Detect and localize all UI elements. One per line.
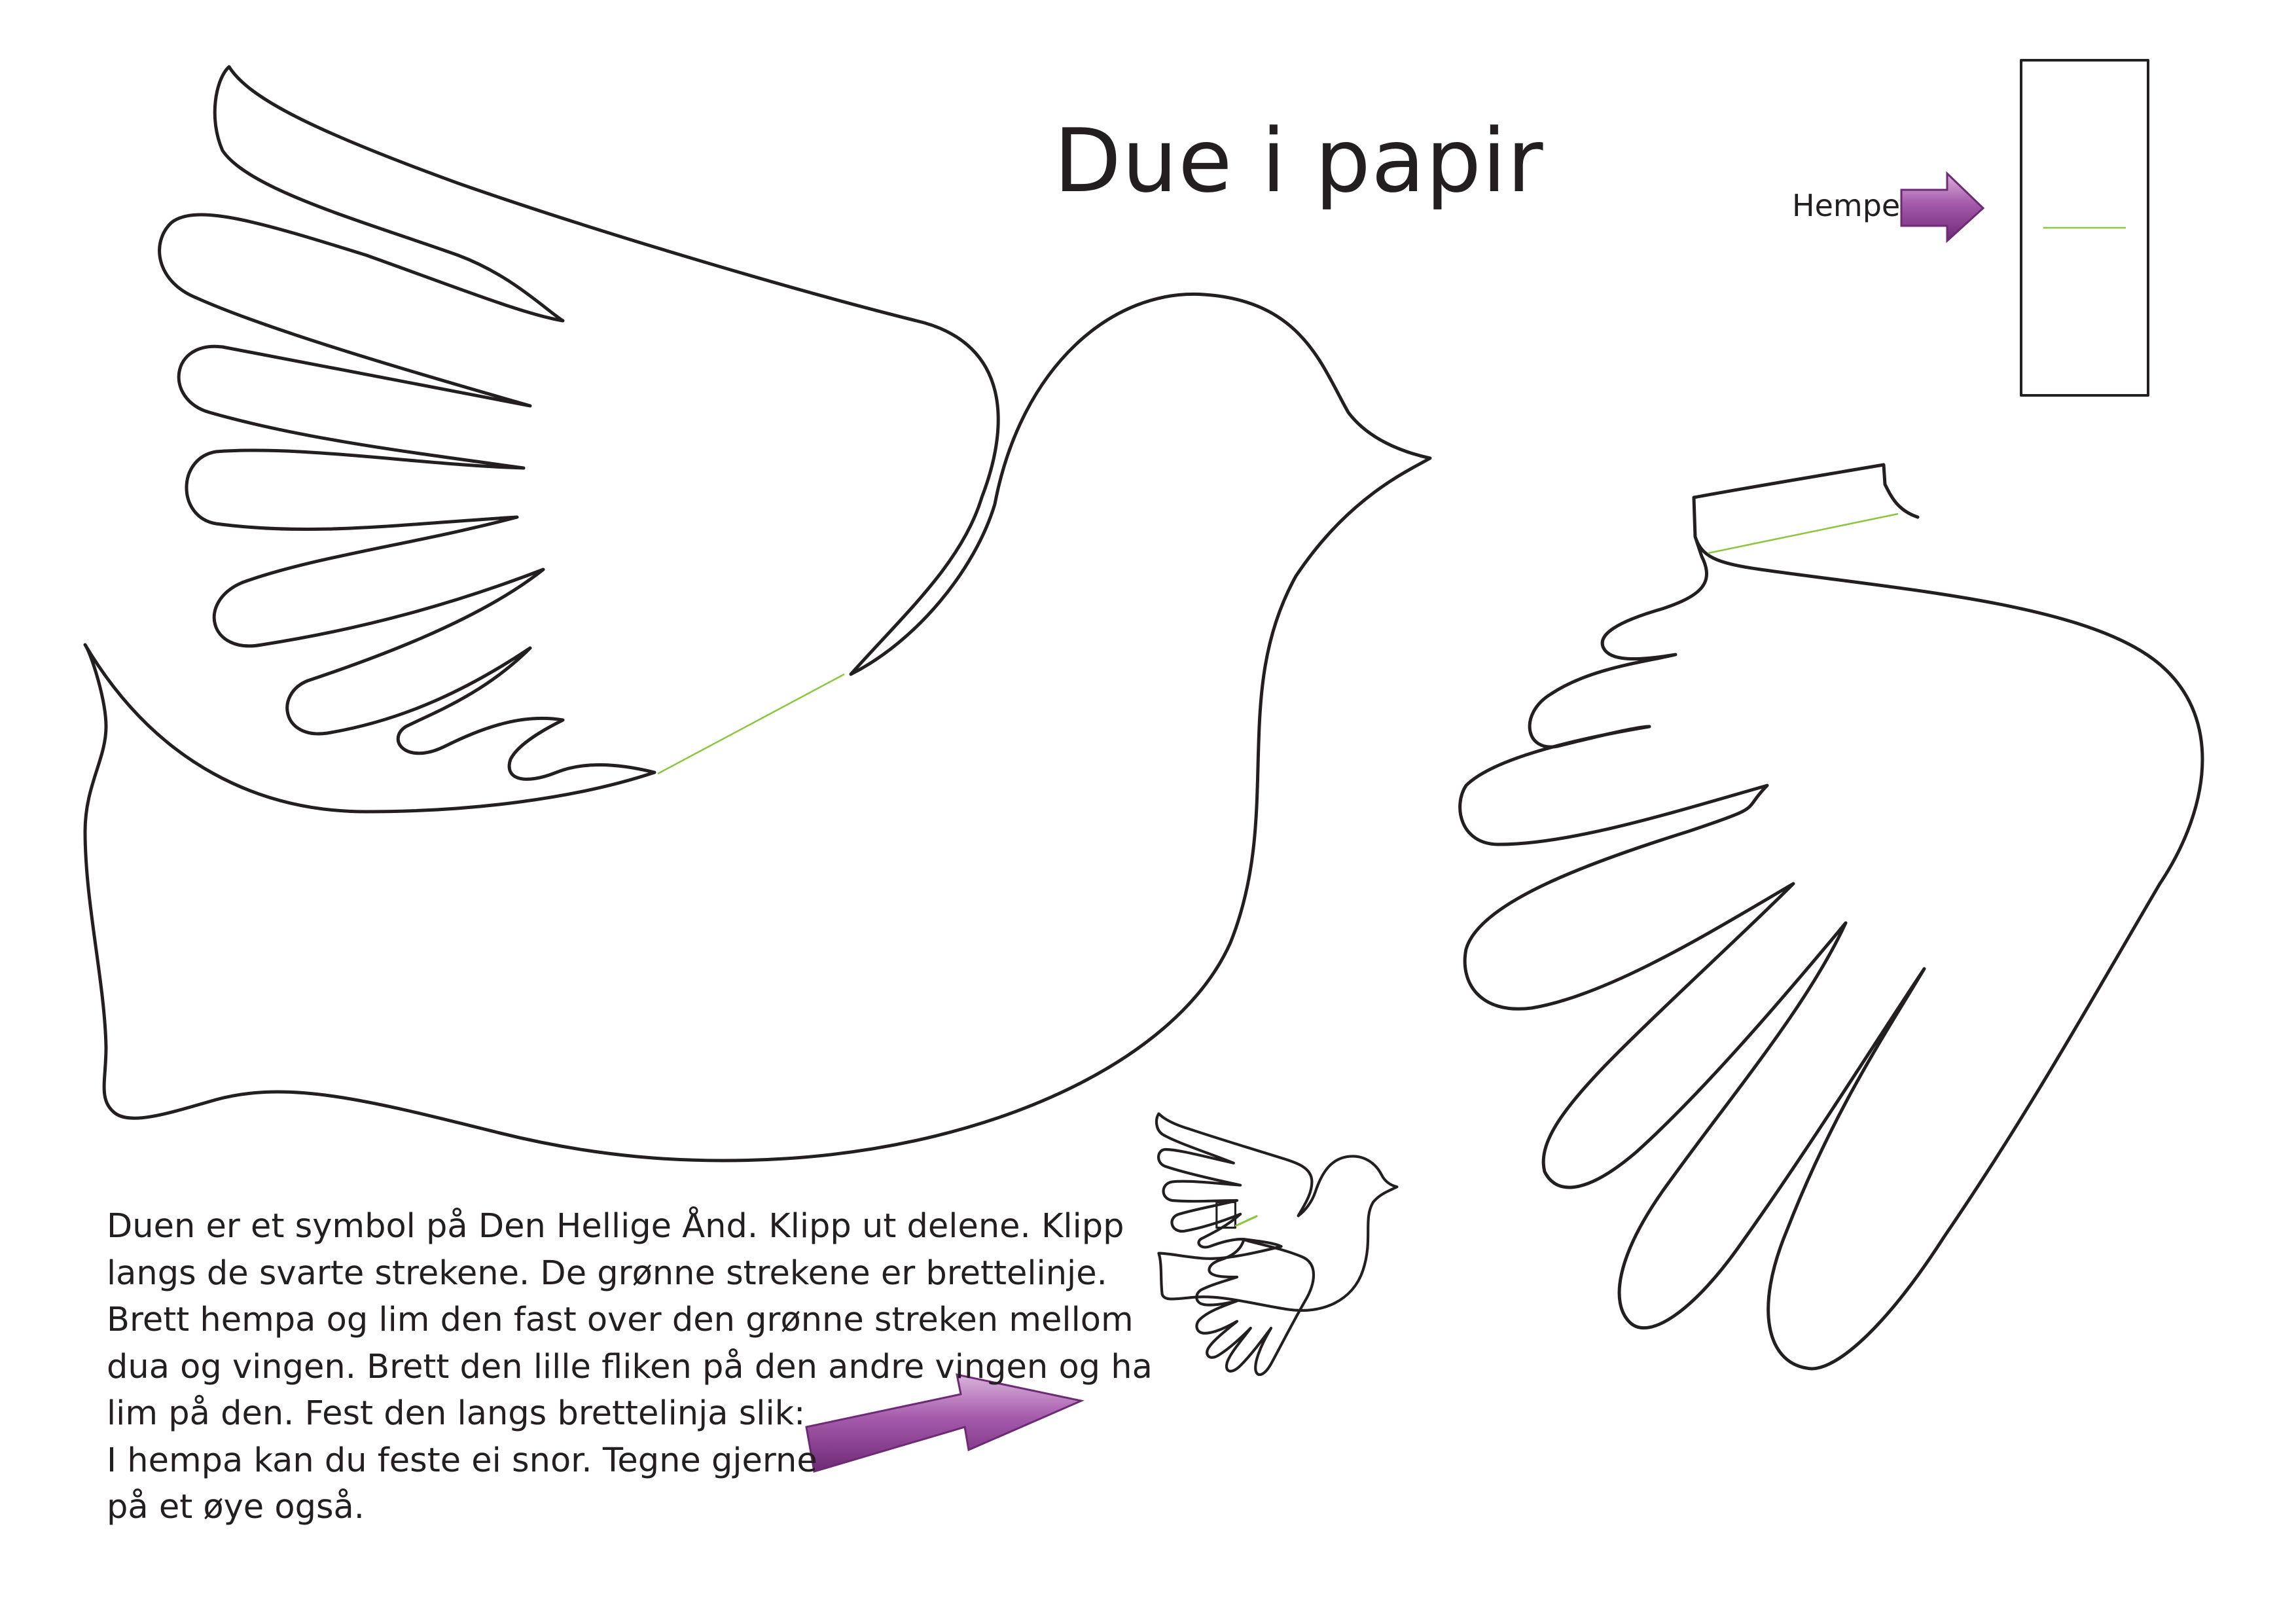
hanger-strip bbox=[2020, 59, 2149, 397]
instructions-text: Duen er et symbol på Den Hellige Ånd. Kl… bbox=[107, 1203, 1153, 1531]
instruction-line: Brett hempa og lim den fast over den grø… bbox=[107, 1301, 1134, 1339]
arrow-right-icon bbox=[1900, 171, 1985, 244]
fold-line-wing bbox=[1708, 513, 1899, 554]
second-wing bbox=[1458, 463, 2204, 1371]
dove-body-with-wing bbox=[83, 65, 1432, 1163]
instruction-line: dua og vingen. Brett den lille fliken på… bbox=[107, 1347, 1153, 1386]
hanger-label: Hempe bbox=[1792, 188, 1901, 223]
instruction-line: I hempa kan du feste ei snor. Tegne gjer… bbox=[107, 1441, 817, 1480]
fold-line-body bbox=[657, 673, 845, 775]
assembled-dove-example bbox=[1155, 1112, 1399, 1377]
page-title: Due i papir bbox=[1054, 109, 1544, 212]
instruction-line: lim på den. Fest den langs brettelinja s… bbox=[107, 1394, 806, 1433]
instruction-line: Duen er et symbol på Den Hellige Ånd. Kl… bbox=[107, 1207, 1124, 1246]
arrow-right-icon bbox=[805, 1373, 1085, 1473]
instruction-line: på et øye også. bbox=[107, 1488, 365, 1526]
instruction-line: langs de svarte strekene. De grønne stre… bbox=[107, 1254, 1107, 1293]
